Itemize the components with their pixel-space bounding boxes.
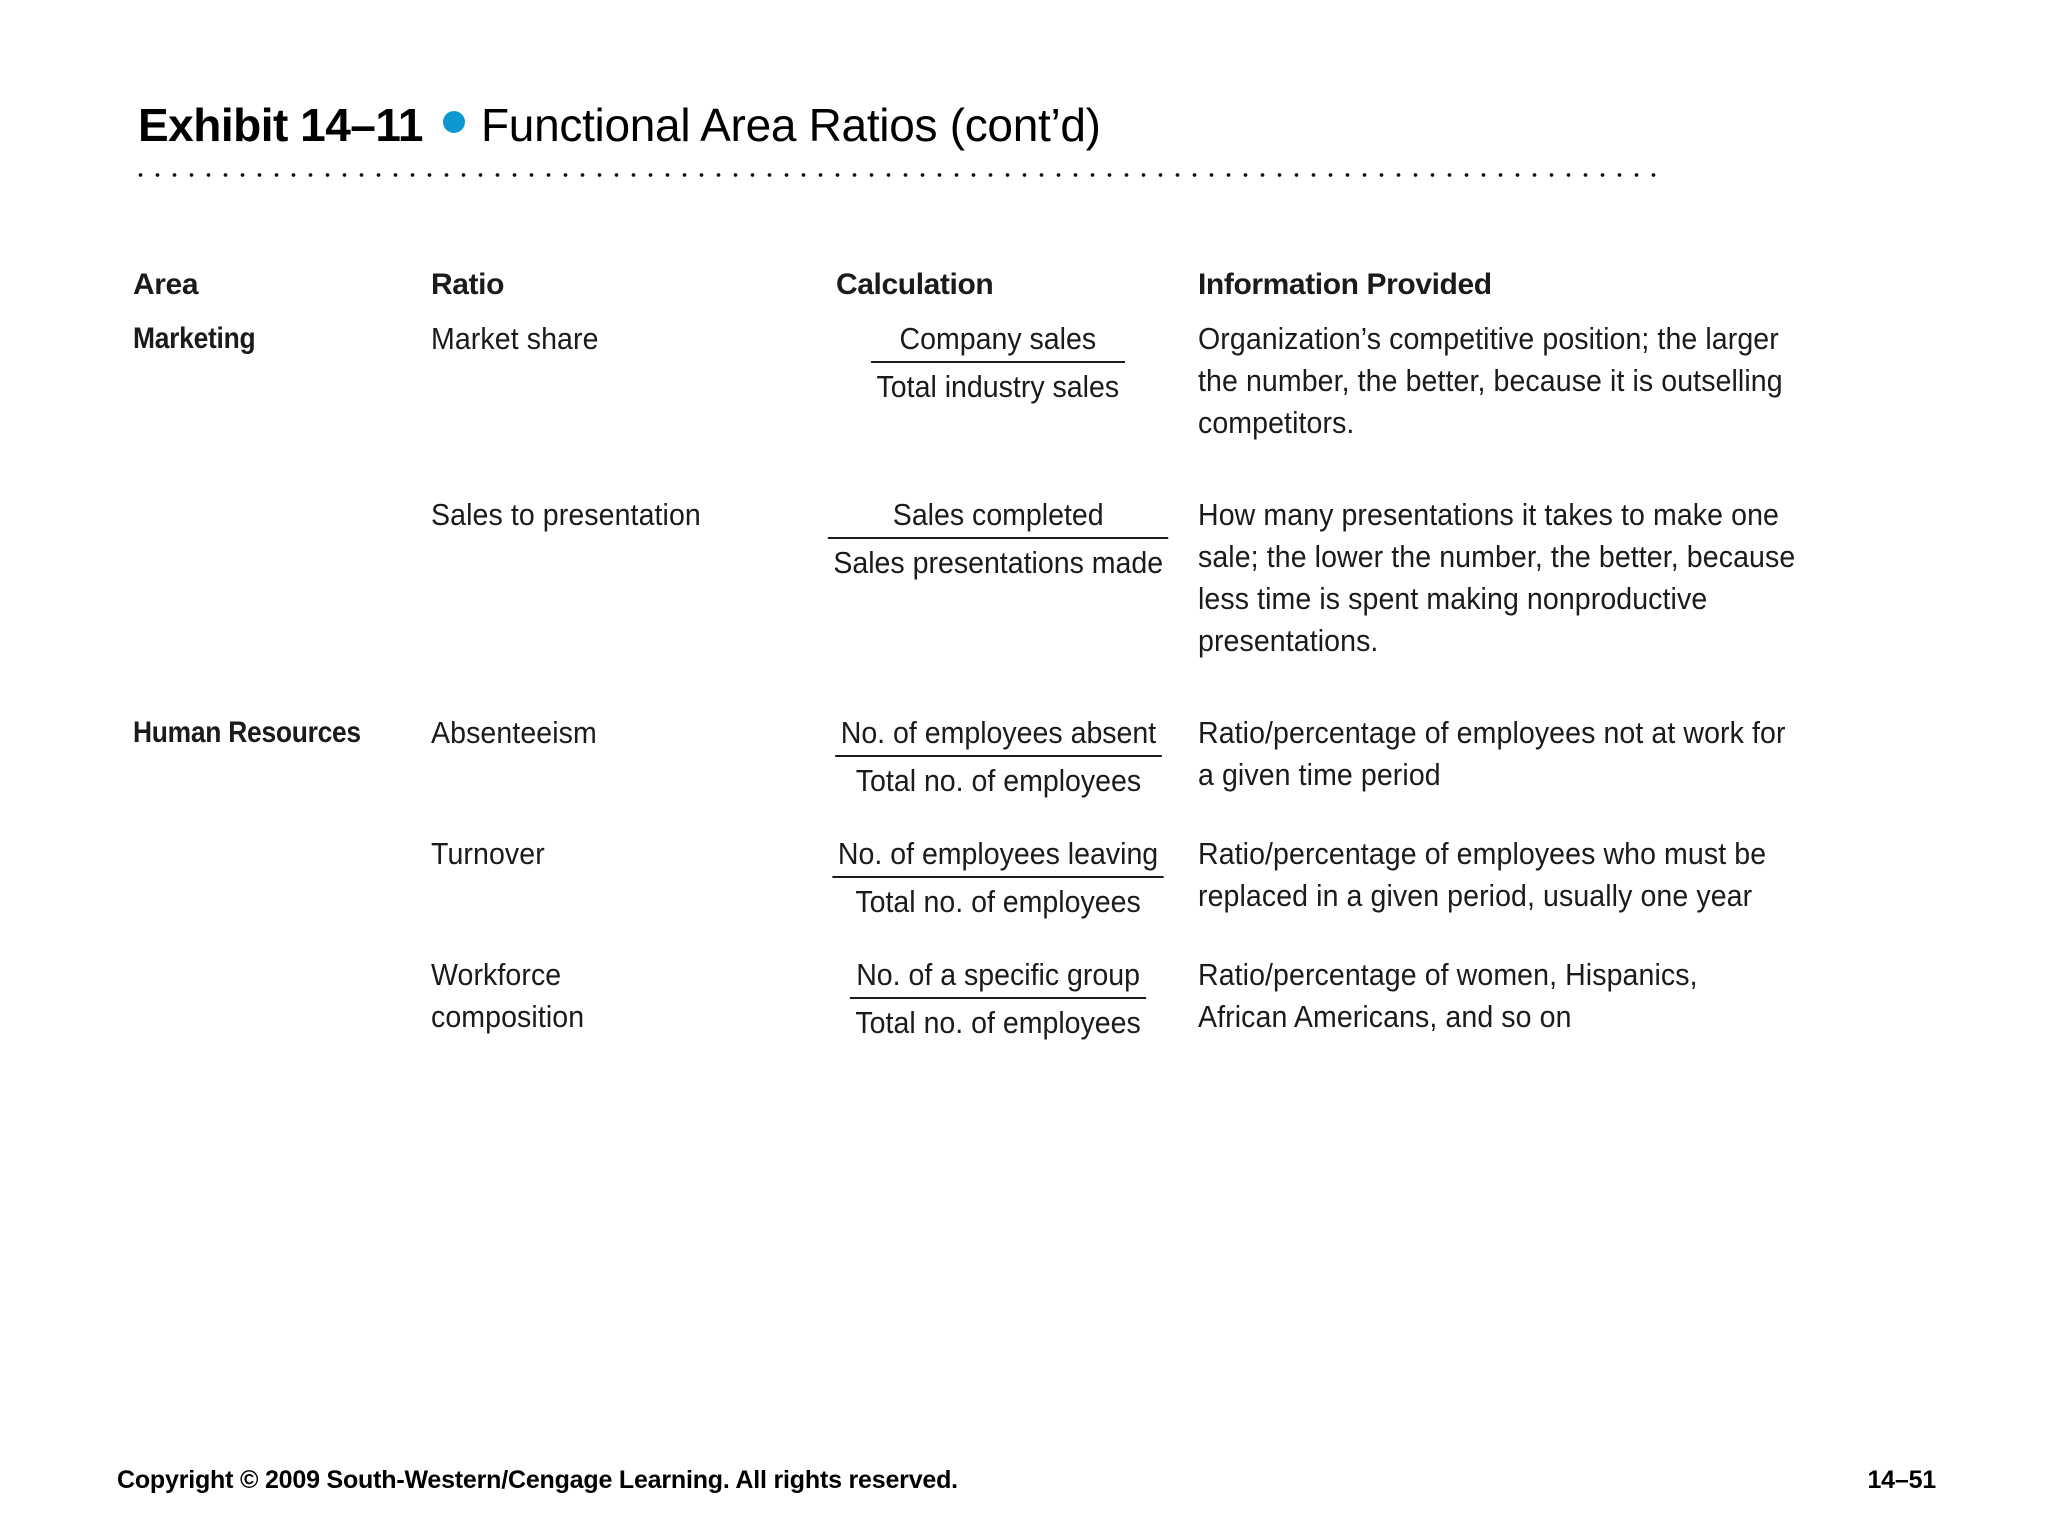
information-line: sale; the lower the number, the better, … [1198, 539, 1796, 574]
ratio-label: Workforce composition [431, 954, 769, 1038]
information-text: Organization’s competitive position; the… [1198, 318, 1860, 444]
row-cell-ratio: Sales to presentation [431, 494, 798, 536]
information-line: presentations. [1198, 623, 1379, 658]
row-cell-information: Ratio/percentage of employees who must b… [1198, 833, 1918, 917]
information-line: Ratio/percentage of women, Hispanics, [1198, 957, 1698, 992]
information-line: Ratio/percentage of employees not at wor… [1198, 715, 1786, 750]
ratio-label: Market share [431, 321, 599, 356]
fraction-bar [849, 997, 1147, 999]
bullet-dot-icon [443, 111, 465, 133]
information-text: How many presentations it takes to make … [1198, 494, 1860, 662]
fraction-numerator: No. of employees leaving [837, 836, 1159, 871]
fraction-bar [871, 361, 1125, 363]
fraction: No. of employees leaving Total no. of em… [832, 833, 1164, 922]
row-cell-calculation: Sales completed Sales presentations made [798, 494, 1198, 583]
table-header-row: Area Ratio Calculation Information Provi… [133, 268, 1933, 302]
ratio-label: Sales to presentation [431, 497, 701, 532]
table-row: Human Resources Absenteeism No. of emplo… [133, 712, 1933, 801]
information-line: less time is spent making nonproductive [1198, 581, 1708, 616]
ratio-line: composition [431, 999, 585, 1034]
fraction: Sales completed Sales presentations made [827, 494, 1169, 583]
fraction: No. of a specific group Total no. of emp… [849, 954, 1147, 1043]
ratio-line: Workforce [431, 957, 562, 992]
fraction-denominator: Total industry sales [876, 369, 1120, 404]
row-spacer [133, 801, 1933, 833]
fraction-denominator: Total no. of employees [855, 884, 1141, 919]
area-label: Marketing [133, 322, 256, 355]
row-cell-information: Ratio/percentage of employees not at wor… [1198, 712, 1918, 796]
information-line: the number, the better, because it is ou… [1198, 363, 1783, 398]
fraction-numerator: No. of a specific group [856, 957, 1140, 992]
fraction-denominator: Sales presentations made [833, 545, 1163, 580]
table-row: Marketing Market share Company sales Tot… [133, 318, 1933, 444]
ratio-label: Turnover [431, 836, 545, 871]
page-number: 14–51 [1867, 1466, 1936, 1494]
row-cell-ratio: Turnover [431, 833, 798, 875]
table-row: Workforce composition No. of a specific … [133, 954, 1933, 1043]
row-cell-calculation: No. of employees leaving Total no. of em… [798, 833, 1198, 922]
row-cell-information: How many presentations it takes to make … [1198, 494, 1918, 662]
fraction-bar [827, 537, 1169, 539]
fraction-numerator: No. of employees absent [840, 715, 1156, 750]
row-spacer [133, 662, 1933, 712]
row-cell-area: Human Resources [133, 712, 431, 754]
information-text: Ratio/percentage of employees who must b… [1198, 833, 1860, 917]
fraction-denominator: Total no. of employees [855, 1005, 1141, 1040]
header-label-ratio: Ratio [431, 268, 505, 301]
row-cell-calculation: No. of a specific group Total no. of emp… [798, 954, 1198, 1043]
fraction: Company sales Total industry sales [871, 318, 1125, 407]
row-cell-ratio: Market share [431, 318, 798, 360]
information-line: competitors. [1198, 405, 1355, 440]
row-cell-area: Marketing [133, 318, 431, 360]
row-cell-ratio: Workforce composition [431, 954, 798, 1038]
row-cell-calculation: No. of employees absent Total no. of emp… [798, 712, 1198, 801]
copyright-text: Copyright © 2009 South-Western/Cengage L… [117, 1466, 958, 1494]
row-cell-information: Ratio/percentage of women, Hispanics, Af… [1198, 954, 1918, 1038]
header-cell-calculation: Calculation [798, 268, 1198, 302]
information-line: African Americans, and so on [1198, 999, 1572, 1034]
header-cell-information: Information Provided [1198, 268, 1918, 302]
information-text: Ratio/percentage of employees not at wor… [1198, 712, 1860, 796]
header-label-information: Information Provided [1198, 268, 1492, 301]
slide-title: Exhibit 14–11 Functional Area Ratios (co… [138, 98, 1928, 152]
fraction-denominator: Total no. of employees [855, 763, 1141, 798]
exhibit-label: Exhibit 14–11 [138, 99, 424, 151]
information-line: replaced in a given period, usually one … [1198, 878, 1753, 913]
title-dotted-divider [132, 172, 1656, 178]
ratios-table: Area Ratio Calculation Information Provi… [133, 268, 1933, 1043]
header-cell-area: Area [133, 268, 431, 302]
table-row: Turnover No. of employees leaving Total … [133, 833, 1933, 922]
row-spacer [133, 444, 1933, 494]
information-line: How many presentations it takes to make … [1198, 497, 1779, 532]
header-cell-ratio: Ratio [431, 268, 798, 302]
fraction-bar [834, 755, 1162, 757]
fraction: No. of employees absent Total no. of emp… [834, 712, 1162, 801]
information-line: Ratio/percentage of employees who must b… [1198, 836, 1767, 871]
area-label: Human Resources [133, 716, 361, 749]
fraction-bar [832, 876, 1164, 878]
ratio-label: Absenteeism [431, 715, 597, 750]
fraction-numerator: Sales completed [892, 497, 1104, 532]
row-spacer [133, 922, 1933, 954]
header-label-calculation: Calculation [836, 268, 994, 301]
slide-footer: Copyright © 2009 South-Western/Cengage L… [0, 1466, 2048, 1506]
table-row: Sales to presentation Sales completed Sa… [133, 494, 1933, 662]
information-line: Organization’s competitive position; the… [1198, 321, 1779, 356]
row-cell-ratio: Absenteeism [431, 712, 798, 754]
row-cell-calculation: Company sales Total industry sales [798, 318, 1198, 407]
information-line: a given time period [1198, 757, 1441, 792]
header-label-area: Area [133, 268, 199, 301]
fraction-numerator: Company sales [899, 321, 1097, 356]
page-title: Functional Area Ratios (cont’d) [481, 99, 1101, 151]
row-cell-information: Organization’s competitive position; the… [1198, 318, 1918, 444]
information-text: Ratio/percentage of women, Hispanics, Af… [1198, 954, 1860, 1038]
